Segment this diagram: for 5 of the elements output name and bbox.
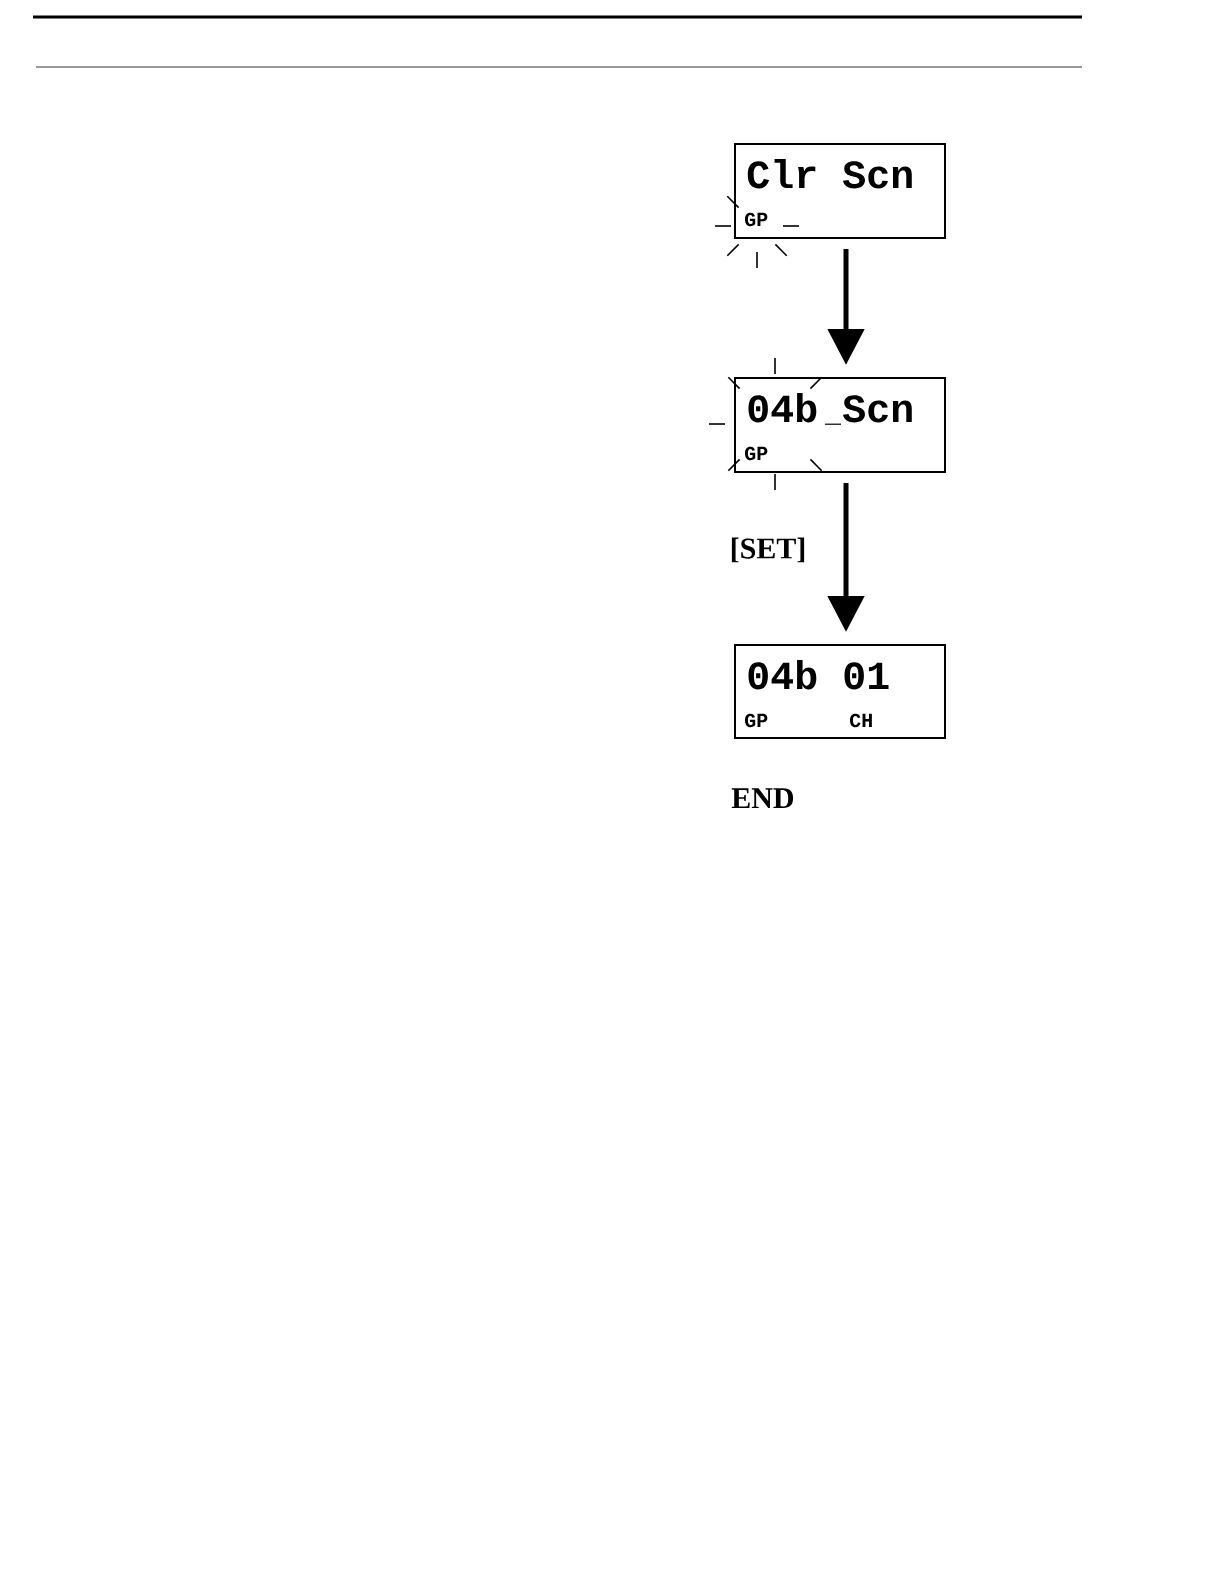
lcd-display: 04b 01 GP CH (734, 644, 946, 739)
lcd-display: 04b Scn GP (734, 377, 946, 473)
lcd-display: Clr Scn GP (734, 143, 946, 239)
edge-label: [SET] (731, 537, 805, 563)
end-label: END (731, 788, 794, 809)
